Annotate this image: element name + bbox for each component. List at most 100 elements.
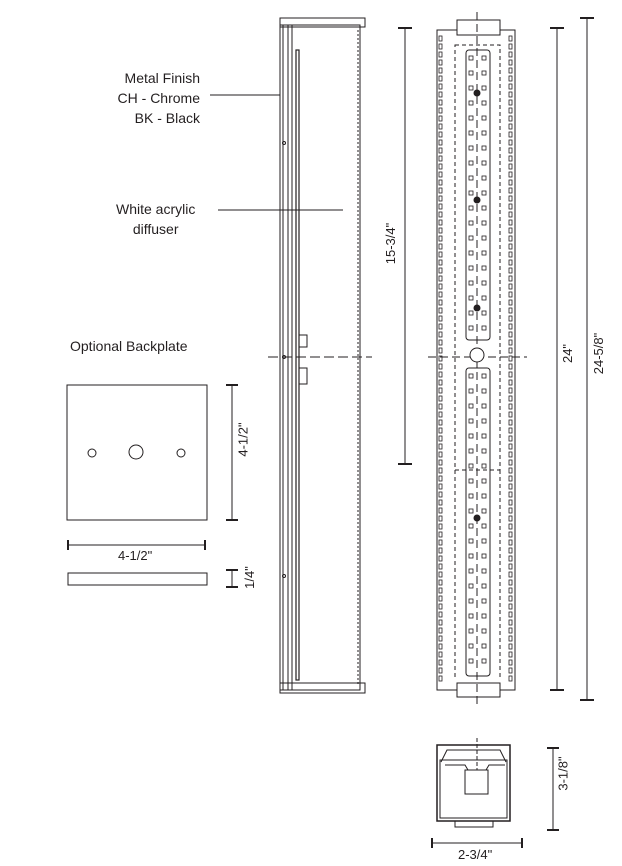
edge-mark	[508, 379, 513, 386]
edge-mark	[438, 643, 443, 650]
led-square	[481, 325, 487, 331]
edge-mark	[508, 571, 513, 578]
led-square	[481, 433, 487, 439]
edge-mark	[438, 51, 443, 58]
edge-mark	[438, 99, 443, 106]
edge-mark	[438, 251, 443, 258]
backplate-title: Optional Backplate	[70, 338, 188, 354]
edge-mark	[508, 579, 513, 586]
led-square	[468, 145, 474, 151]
edge-mark	[508, 619, 513, 626]
led-square	[481, 508, 487, 514]
backplate-height-label: 4-1/2"	[235, 422, 251, 457]
edge-mark	[508, 611, 513, 618]
edge-mark	[508, 627, 513, 634]
edge-mark	[508, 43, 513, 50]
led-square	[481, 145, 487, 151]
led-square	[468, 538, 474, 544]
edge-mark	[438, 323, 443, 330]
edge-mark	[438, 539, 443, 546]
edge-mark	[438, 275, 443, 282]
led-square	[468, 85, 474, 91]
led-square	[468, 70, 474, 76]
edge-mark	[508, 131, 513, 138]
edge-mark	[508, 107, 513, 114]
led-square	[481, 70, 487, 76]
led-square	[468, 463, 474, 469]
edge-mark	[508, 235, 513, 242]
edge-mark	[508, 51, 513, 58]
edge-mark	[508, 275, 513, 282]
edge-mark	[438, 163, 443, 170]
callout-line: Metal Finish	[124, 70, 200, 86]
edge-mark	[508, 491, 513, 498]
led-square	[481, 598, 487, 604]
led-square	[468, 310, 474, 316]
edge-mark	[508, 483, 513, 490]
led-square	[468, 448, 474, 454]
edge-mark	[438, 435, 443, 442]
edge-mark	[508, 211, 513, 218]
led-square	[468, 493, 474, 499]
edge-mark	[508, 291, 513, 298]
edge-mark	[438, 587, 443, 594]
led-square	[468, 250, 474, 256]
led-square	[481, 403, 487, 409]
led-square	[481, 388, 487, 394]
edge-mark	[508, 219, 513, 226]
led-square	[481, 115, 487, 121]
led-square	[481, 643, 487, 649]
edge-mark	[438, 315, 443, 322]
led-square	[468, 55, 474, 61]
led-square	[481, 628, 487, 634]
edge-mark	[508, 587, 513, 594]
edge-mark	[438, 571, 443, 578]
led-square	[468, 205, 474, 211]
edge-mark	[508, 387, 513, 394]
led-square	[481, 295, 487, 301]
metal-finish-callout: Metal Finish CH - Chrome BK - Black	[118, 68, 200, 128]
led-square	[468, 295, 474, 301]
edge-mark	[438, 627, 443, 634]
edge-mark	[438, 59, 443, 66]
edge-mark	[438, 171, 443, 178]
front-view	[428, 12, 527, 708]
led-square	[481, 478, 487, 484]
edge-mark	[508, 459, 513, 466]
edge-mark	[508, 435, 513, 442]
led-square	[468, 130, 474, 136]
led-square	[481, 418, 487, 424]
edge-mark	[438, 603, 443, 610]
led-square	[468, 523, 474, 529]
led-square	[481, 130, 487, 136]
diffuser-callout: White acrylic diffuser	[116, 199, 195, 239]
led-square	[481, 235, 487, 241]
edge-mark	[508, 91, 513, 98]
edge-mark	[508, 83, 513, 90]
edge-mark	[508, 467, 513, 474]
led-square	[468, 220, 474, 226]
led-square	[481, 250, 487, 256]
edge-mark	[438, 219, 443, 226]
edge-mark	[438, 291, 443, 298]
edge-mark	[438, 115, 443, 122]
edge-mark	[438, 395, 443, 402]
edge-mark	[508, 395, 513, 402]
edge-mark	[508, 355, 513, 362]
edge-mark	[508, 331, 513, 338]
led-square	[468, 403, 474, 409]
width-label: 2-3/4"	[458, 847, 493, 862]
edge-mark	[508, 259, 513, 266]
edge-mark	[438, 75, 443, 82]
edge-mark	[508, 363, 513, 370]
diffuser-length-label: 15-3/4"	[383, 222, 399, 265]
edge-mark	[438, 467, 443, 474]
led-square	[481, 523, 487, 529]
led-square	[481, 175, 487, 181]
edge-mark	[508, 147, 513, 154]
led-square	[468, 433, 474, 439]
led-square	[481, 55, 487, 61]
edge-mark	[508, 323, 513, 330]
callout-line: BK - Black	[134, 110, 200, 126]
